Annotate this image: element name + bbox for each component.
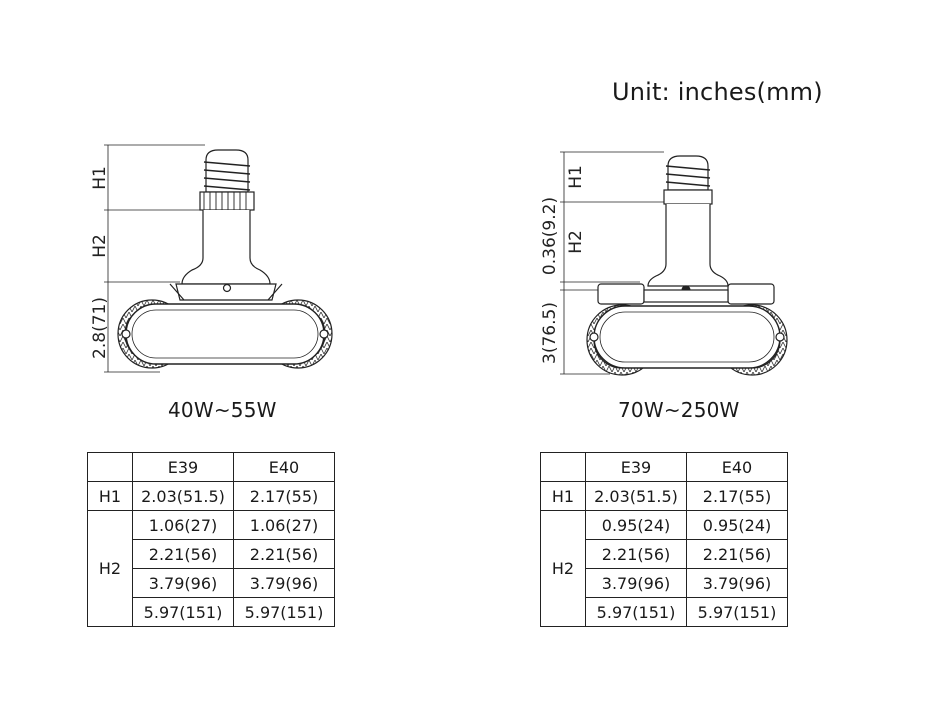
left-dim-body: 2.8(71) xyxy=(90,297,110,359)
table-cell: 2.03(51.5) xyxy=(132,481,234,511)
row-header-h2: H2 xyxy=(540,510,586,627)
table-cell: 2.21(56) xyxy=(132,539,234,569)
table-cell: 2.21(56) xyxy=(585,539,687,569)
table-cell: 3.79(96) xyxy=(686,568,788,598)
row-header-h2: H2 xyxy=(87,510,133,627)
row-header-h1: H1 xyxy=(540,481,586,511)
table-cell: 1.06(27) xyxy=(132,510,234,540)
table-row: H1 2.03(51.5) 2.17(55) xyxy=(540,481,788,511)
table-cell: 5.97(151) xyxy=(233,597,335,627)
table-row: H2 1.06(27) 1.06(27) xyxy=(87,510,335,627)
column-header-e40: E40 xyxy=(233,452,335,482)
table-cell: 2.21(56) xyxy=(233,539,335,569)
table-row: H2 0.95(24) 0.95(24) xyxy=(540,510,788,627)
table-cell: 1.06(27) xyxy=(233,510,335,540)
table-cell: 2.17(55) xyxy=(686,481,788,511)
right-dim-h1: H1 xyxy=(566,165,586,189)
table-cell: 5.97(151) xyxy=(585,597,687,627)
right-dim-h2: H2 xyxy=(566,230,586,254)
table-header-row: E39 E40 xyxy=(540,452,788,482)
right-dim-body: 3(76.5) xyxy=(540,302,560,364)
table-cell: 3.79(96) xyxy=(585,568,687,598)
left-spec-table: E39 E40 H1 2.03(51.5) 2.17(55) H2 1.06(2… xyxy=(87,452,335,627)
row-header-h1: H1 xyxy=(87,481,133,511)
table-corner-cell xyxy=(87,452,133,482)
table-cell: 0.95(24) xyxy=(686,510,788,540)
unit-label: Unit: inches(mm) xyxy=(612,78,823,106)
table-cell: 2.21(56) xyxy=(686,539,788,569)
table-row: H1 2.03(51.5) 2.17(55) xyxy=(87,481,335,511)
table-cell: 2.17(55) xyxy=(233,481,335,511)
table-row: 2.21(56) 2.21(56) xyxy=(88,539,335,569)
column-header-e40: E40 xyxy=(686,452,788,482)
table-row: 5.97(151) 5.97(151) xyxy=(541,597,788,627)
table-header-row: E39 E40 xyxy=(87,452,335,482)
table-corner-cell xyxy=(540,452,586,482)
table-row: 5.97(151) 5.97(151) xyxy=(88,597,335,627)
table-row: 2.21(56) 2.21(56) xyxy=(541,539,788,569)
left-wattage-caption: 40W~55W xyxy=(168,398,277,422)
column-header-e39: E39 xyxy=(585,452,687,482)
table-row: 3.79(96) 3.79(96) xyxy=(541,568,788,598)
column-header-e39: E39 xyxy=(132,452,234,482)
right-lamp-drawing xyxy=(560,151,788,376)
left-dim-h1: H1 xyxy=(90,166,110,190)
table-cell: 5.97(151) xyxy=(132,597,234,627)
table-cell: 3.79(96) xyxy=(233,568,335,598)
table-cell: 0.95(24) xyxy=(585,510,687,540)
right-wattage-caption: 70W~250W xyxy=(618,398,740,422)
right-spec-table: E39 E40 H1 2.03(51.5) 2.17(55) H2 0.95(2… xyxy=(540,452,788,627)
left-lamp-drawing xyxy=(104,144,333,373)
table-cell: 2.03(51.5) xyxy=(585,481,687,511)
table-cell: 5.97(151) xyxy=(686,597,788,627)
table-cell: 3.79(96) xyxy=(132,568,234,598)
right-dim-offset: 0.36(9.2) xyxy=(540,197,560,275)
left-dim-h2: H2 xyxy=(90,234,110,258)
